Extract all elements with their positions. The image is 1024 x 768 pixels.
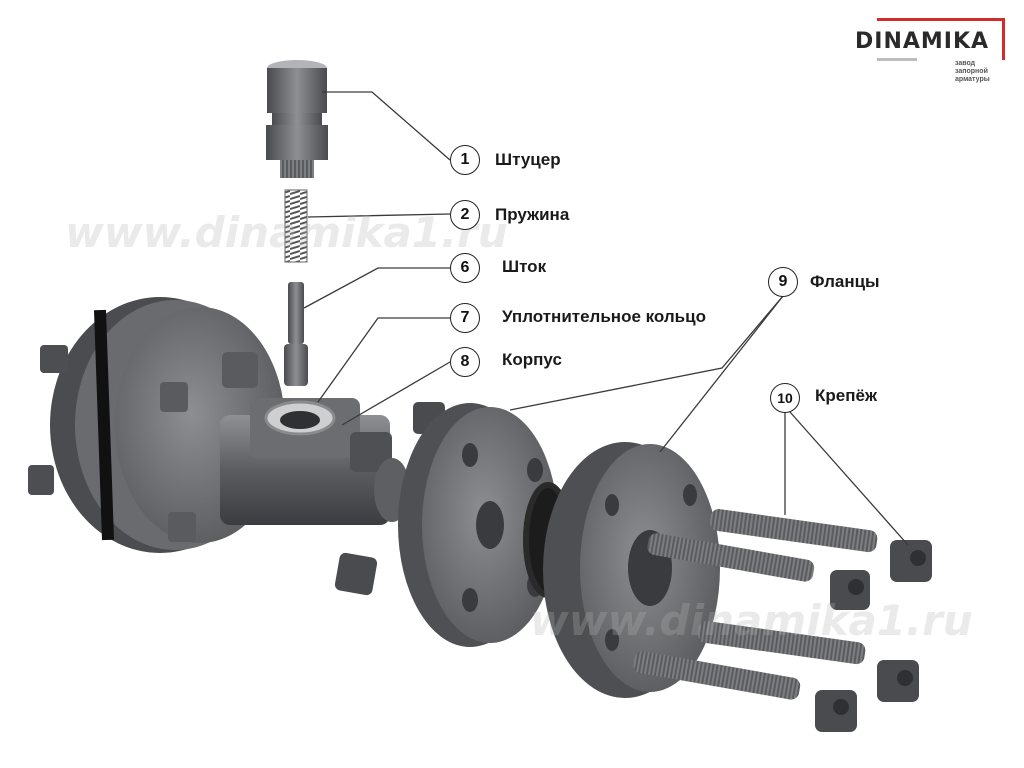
watermark-text: www.dinamika1.ru xyxy=(530,596,973,645)
callout-number: 9 xyxy=(768,267,798,297)
callout-label: Уплотнительное кольцо xyxy=(502,307,706,326)
callout-label: Шток xyxy=(502,257,547,276)
watermark-text: www.dinamika1.ru xyxy=(65,208,508,257)
spring-part xyxy=(284,189,308,263)
logo-wordmark: DINAMIKA xyxy=(855,29,992,54)
leader-lines xyxy=(303,91,909,546)
logo-subtitle: завод запорной арматуры xyxy=(955,60,990,83)
callout-number: 8 xyxy=(450,347,480,377)
callout-label: Фланцы xyxy=(810,272,880,291)
middle-flange-part xyxy=(398,403,558,647)
stem-part xyxy=(284,282,308,386)
callout-number: 6 xyxy=(450,253,480,283)
callout-label: Крепёж xyxy=(815,386,877,405)
dinamika-logo: DINAMIKA завод запорной арматуры xyxy=(855,18,1005,83)
logo-accent-line xyxy=(877,58,917,61)
callout-label: Корпус xyxy=(502,350,562,369)
valve-body-part xyxy=(220,398,410,525)
callout-number: 2 xyxy=(450,200,480,230)
right-flange-part xyxy=(543,442,720,698)
callout-number: 10 xyxy=(770,383,800,413)
callout-label: Штуцер xyxy=(495,150,561,169)
left-flange-assembly xyxy=(28,297,285,553)
fasteners-part xyxy=(633,509,932,732)
callout-label: Пружина xyxy=(495,205,570,224)
logo-frame xyxy=(877,18,1005,60)
callout-number: 1 xyxy=(450,145,480,175)
callout-number: 7 xyxy=(450,303,480,333)
fitting-part xyxy=(266,60,328,178)
loose-nut xyxy=(334,552,378,596)
